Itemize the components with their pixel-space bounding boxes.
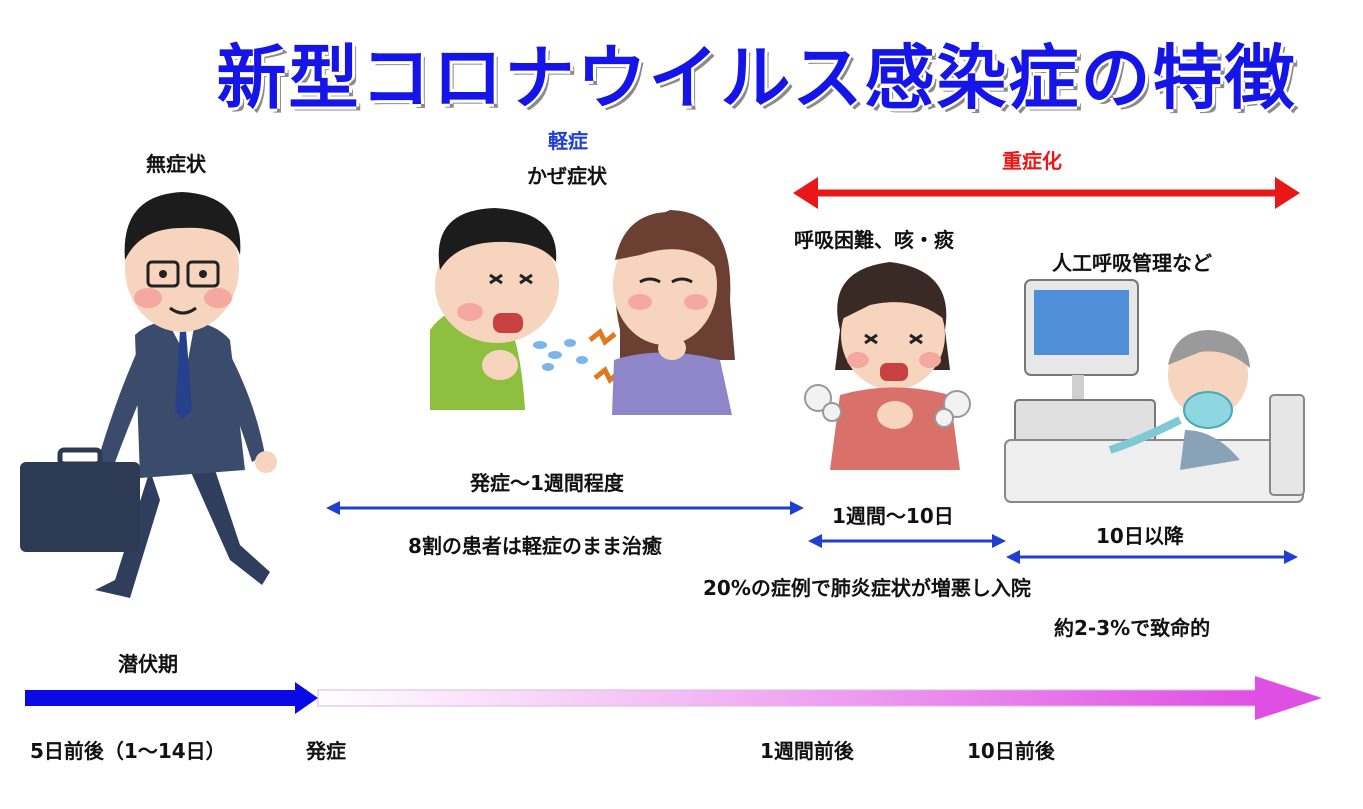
mild-label: 軽症 [548, 129, 588, 153]
breathing-difficulty-illustration [804, 262, 971, 470]
one-week-label: 1週間前後 [760, 739, 854, 763]
page-title: 新型コロナウイルス感染症の特徴 [216, 37, 1297, 119]
fatality-label: 約2-3%で致命的 [1054, 616, 1211, 640]
mild-recovery-label: 8割の患者は軽症のまま治癒 [408, 534, 662, 558]
businessman-illustration [20, 192, 277, 598]
disease-timeline-arrow [317, 676, 1322, 720]
severe-range-arrow [793, 177, 1300, 209]
coughing-people-illustration [430, 208, 735, 415]
asymptomatic-label: 無症状 [146, 152, 206, 176]
ten-days-label: 10日前後 [967, 739, 1055, 763]
ventilation-label: 人工呼吸管理など [1052, 251, 1212, 275]
after-10days-arrow [1006, 550, 1298, 564]
severe-label: 重症化 [1002, 149, 1062, 173]
incubation-arrow [25, 682, 318, 714]
incubation-days-label: 5日前後（1〜14日） [30, 739, 226, 763]
ventilator-patient-illustration [1004, 279, 1305, 503]
week-to-10days-label: 1週間〜10日 [832, 504, 954, 528]
onset-label: 発症 [306, 739, 346, 763]
after-10days-label: 10日以降 [1096, 524, 1184, 548]
onset-week-label: 発症〜1週間程度 [470, 471, 624, 495]
onset-week-arrow [326, 501, 804, 515]
pneumonia-label: 20%の症例で肺炎症状が増悪し入院 [703, 576, 1031, 600]
cold-symptoms-label: かぜ症状 [527, 164, 607, 188]
incubation-label: 潜伏期 [118, 652, 178, 676]
breathing-difficulty-label: 呼吸困難、咳・痰 [794, 228, 954, 252]
week-to-10days-arrow [808, 534, 1006, 548]
